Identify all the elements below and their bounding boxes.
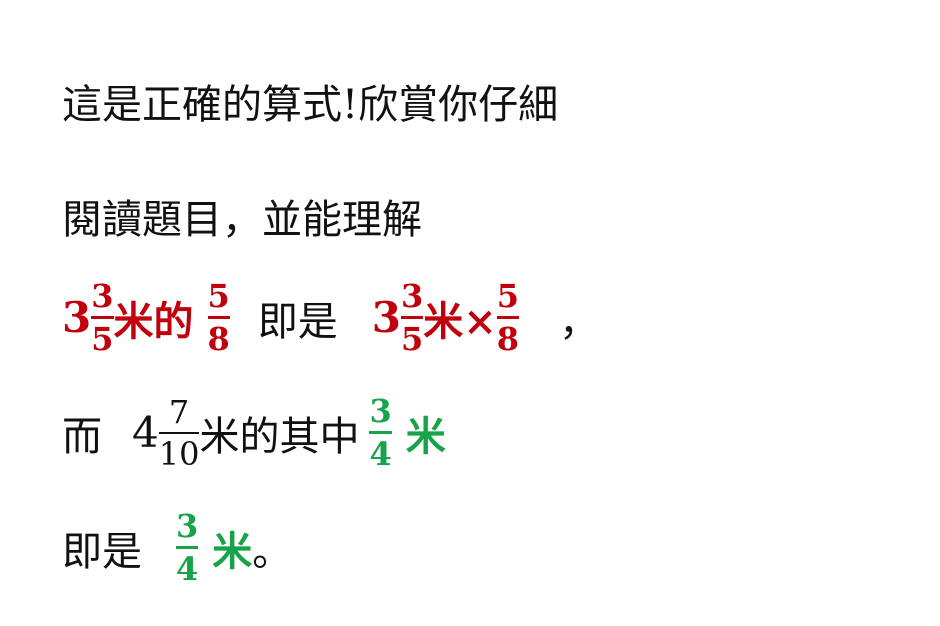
fraction-green-2-num: 3	[176, 507, 199, 545]
fraction-main-den: 10	[158, 434, 200, 473]
unit-green-1: 米	[405, 412, 446, 460]
mixed-whole-c: 3	[371, 293, 401, 342]
fraction-green-1: 3 4	[369, 392, 392, 473]
fraction-d-bar	[496, 316, 520, 319]
mixed-whole: 4	[132, 408, 159, 457]
text-4: 米的其中	[199, 413, 360, 460]
text-line-5: 即是 3 4 米 。	[62, 510, 292, 585]
fraction-main: 7 10	[158, 392, 200, 473]
unit-green-2: 米	[212, 527, 253, 575]
text-c: 米×	[423, 297, 497, 345]
praise-text: 這是正確的算式!欣賞你仔細	[62, 82, 559, 128]
pre-text-5: 即是	[62, 528, 142, 575]
pre-text: 而	[62, 413, 102, 460]
fraction-green-2-bar	[176, 546, 199, 549]
fraction-green-2: 3 4	[176, 507, 199, 588]
mixed-whole-a: 3	[62, 293, 92, 342]
fraction-b-num: 5	[207, 277, 230, 315]
fraction-b: 5 8	[207, 277, 230, 358]
fraction-b-bar	[207, 316, 230, 319]
text-line-4: 而 4 7 10 米的其中 3 4 米	[62, 395, 446, 470]
equation-line: 3 3 5 米的 5 8 即是 3 3 5 米× 5 8 ，	[62, 280, 599, 355]
comma: ，	[559, 298, 600, 345]
fraction-green-1-den: 4	[369, 435, 392, 473]
fraction-d: 5 8	[496, 277, 520, 358]
fraction-c: 3 5	[401, 277, 424, 358]
fraction-a-num: 3	[91, 277, 114, 315]
praise-text-cont: 閱讀題目，並能理解	[62, 197, 422, 243]
fraction-main-num: 7	[168, 392, 190, 431]
fraction-green-1-bar	[369, 431, 392, 434]
fraction-a: 3 5	[91, 277, 114, 358]
fraction-green-1-num: 3	[369, 392, 392, 430]
mid-text: 即是	[257, 298, 338, 345]
fraction-main-bar	[158, 431, 200, 434]
fraction-c-den: 5	[401, 320, 424, 358]
fraction-d-den: 8	[496, 320, 520, 358]
fraction-c-bar	[401, 316, 424, 319]
fraction-c-num: 3	[401, 277, 424, 315]
text-line-1: 這是正確的算式!欣賞你仔細	[62, 72, 558, 130]
fraction-b-den: 8	[207, 320, 230, 358]
period: 。	[252, 528, 293, 575]
fraction-green-2-den: 4	[176, 550, 199, 588]
fraction-d-num: 5	[496, 277, 520, 315]
fraction-a-bar	[91, 316, 114, 319]
text-line-2: 閱讀題目，並能理解	[62, 187, 422, 245]
fraction-a-den: 5	[91, 320, 114, 358]
text-a: 米的	[113, 297, 194, 345]
